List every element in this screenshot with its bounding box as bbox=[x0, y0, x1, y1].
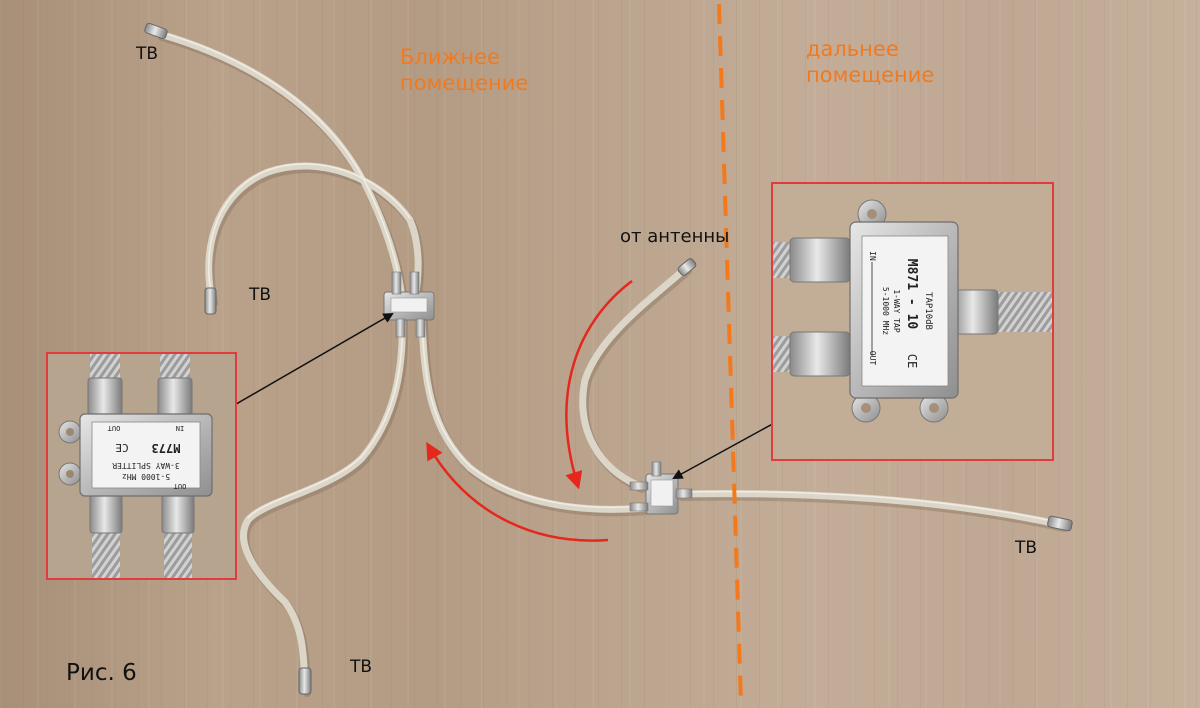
splitter-inset-model: M773 bbox=[152, 441, 181, 455]
tv-label-top: ТВ bbox=[136, 44, 159, 64]
tap-inset-mark: CE bbox=[905, 354, 919, 368]
flow-arrow-from-antenna bbox=[565, 280, 633, 490]
tap-on-floor bbox=[629, 461, 693, 515]
cable-from-antenna bbox=[579, 264, 690, 490]
cable-to-tv-bottom bbox=[240, 314, 406, 694]
splitter-inset-type: 3-WAY SPLITTER bbox=[112, 461, 180, 470]
tv-label-left: ТВ bbox=[249, 285, 272, 305]
tap-inset-port-in: IN bbox=[868, 251, 877, 261]
splitter-inset: 5-1000 MHz 3-WAY SPLITTER M773 CE OUT OU… bbox=[46, 352, 237, 580]
tap-inset-type: 1-WAY TAP bbox=[892, 289, 901, 333]
flow-arrow-to-splitter bbox=[426, 441, 609, 542]
room-divider-line bbox=[717, 3, 743, 705]
tv-label-bottom: ТВ bbox=[350, 657, 373, 677]
splitter-inset-frame bbox=[46, 352, 237, 580]
splitter-on-floor bbox=[383, 271, 435, 338]
from-antenna-label: от антенны bbox=[620, 226, 730, 247]
tv-label-right: ТВ bbox=[1015, 538, 1038, 558]
near-room-label: Ближнее помещение bbox=[400, 45, 529, 96]
cable-to-tv-left bbox=[205, 162, 422, 304]
splitter-inset-mark: CE bbox=[115, 441, 128, 454]
coax-cables bbox=[156, 30, 1068, 697]
splitter-inset-band: 5-1000 MHz bbox=[122, 472, 170, 481]
far-room-label: дальнее помещение bbox=[806, 37, 935, 88]
tap-inset-rating: TAP10dB bbox=[923, 292, 933, 330]
cable-to-tv-right bbox=[676, 490, 1066, 529]
connector-tv-left bbox=[204, 287, 217, 315]
pointer-arrows bbox=[185, 312, 861, 480]
tap-inset: TAP10dB M871 - 10 CE 1-WAY TAP 5-1000 MH… bbox=[771, 182, 1054, 461]
tap-inset-frame bbox=[771, 182, 1054, 461]
tap-inset-port-out: OUT bbox=[868, 351, 877, 366]
splitter-inset-port-out-1: OUT bbox=[107, 424, 120, 432]
connector-tv-top bbox=[144, 22, 168, 40]
connector-tv-bottom bbox=[298, 667, 312, 695]
connector-antenna bbox=[677, 258, 697, 276]
splitter-inset-port-in: IN bbox=[176, 424, 184, 432]
tap-inset-band: 5-1000 MHz bbox=[881, 287, 890, 335]
connector-tv-right bbox=[1047, 515, 1073, 532]
cable-end-connectors bbox=[144, 22, 1073, 695]
splitter-inset-port-out-2: OUT bbox=[173, 482, 186, 490]
signal-flow-arrows bbox=[426, 280, 633, 542]
tap-inset-model: M871 - 10 bbox=[904, 259, 919, 330]
figure-caption: Рис. 6 bbox=[66, 660, 137, 686]
